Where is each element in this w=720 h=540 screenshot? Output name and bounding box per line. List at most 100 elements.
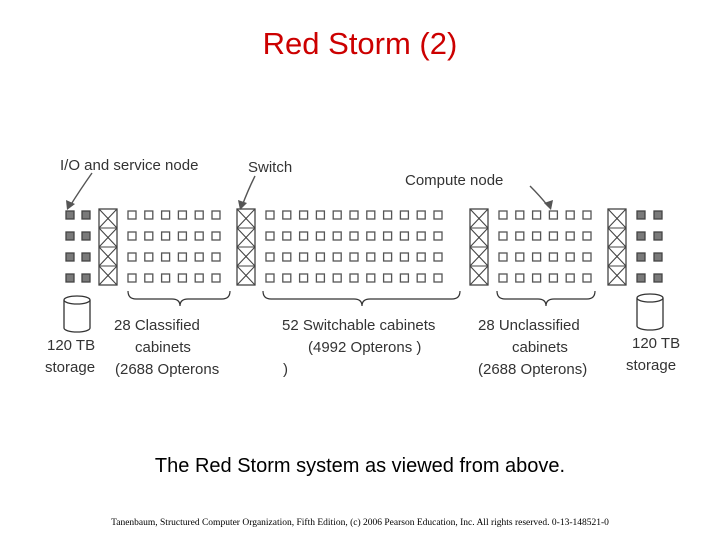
compute-node (548, 210, 559, 220)
compute-node (194, 252, 204, 262)
compute-node (515, 252, 525, 262)
compute-node (531, 252, 542, 262)
compute-node (144, 231, 154, 241)
compute-node (582, 210, 592, 220)
compute-node (298, 210, 309, 220)
arrow-heads (66, 200, 553, 210)
compute-node (265, 252, 275, 262)
io-service-node (65, 231, 75, 241)
compute-node (211, 273, 221, 283)
compute-node (582, 231, 592, 241)
switch-column (236, 208, 256, 286)
classified-opterons: (2688 Opterons (115, 361, 219, 378)
io-service-node (636, 210, 646, 220)
cabinet-grid (65, 208, 663, 286)
compute-node (366, 273, 376, 283)
compute-node (382, 273, 393, 283)
compute-node (144, 252, 154, 262)
compute-node (194, 210, 204, 220)
red-storm-diagram: I/O and service node Switch Compute node… (45, 157, 680, 378)
compute-node (349, 210, 359, 220)
compute-node (433, 231, 443, 241)
left-storage-icon (63, 295, 91, 333)
compute-node (416, 210, 426, 220)
switchable-paren: ) (283, 361, 288, 378)
group-braces (127, 290, 596, 307)
switchable-opterons: (4992 Opterons ) (308, 339, 421, 356)
compute-node (515, 273, 525, 283)
compute-node (565, 273, 575, 283)
io-service-node (81, 210, 91, 220)
switch-column (607, 208, 627, 286)
compute-node (531, 273, 542, 283)
compute-node (265, 210, 275, 220)
compute-node (565, 210, 575, 220)
slide-caption: The Red Storm system as viewed from abov… (154, 455, 566, 477)
compute-node (144, 210, 154, 220)
compute-node (298, 273, 309, 283)
io-service-node (636, 231, 646, 241)
compute-node-label: Compute node (405, 172, 503, 189)
compute-node (144, 273, 154, 283)
compute-node (127, 231, 137, 241)
compute-node (265, 231, 275, 241)
io-service-node (653, 210, 663, 220)
compute-node (582, 252, 592, 262)
compute-node (127, 210, 137, 220)
compute-node (177, 231, 188, 241)
compute-node (194, 273, 204, 283)
compute-node (548, 252, 559, 262)
compute-node (160, 231, 171, 241)
compute-node (433, 210, 443, 220)
compute-node (177, 210, 188, 220)
compute-node (349, 231, 359, 241)
compute-node (315, 273, 326, 283)
compute-node (498, 273, 508, 283)
switch-arrow (241, 175, 256, 207)
compute-node (548, 273, 559, 283)
io-service-node (81, 273, 91, 283)
compute-node (565, 231, 575, 241)
compute-node (416, 231, 426, 241)
io-node-label: I/O and service node (60, 157, 198, 174)
unclassified-count: 28 Unclassified (478, 317, 580, 334)
left-storage-label: storage (45, 359, 95, 376)
slide-title: Red Storm (2) (262, 26, 458, 61)
compute-node (382, 210, 393, 220)
switch-column (98, 208, 118, 286)
compute-node (332, 210, 342, 220)
compute-node (298, 252, 309, 262)
compute-node (382, 252, 393, 262)
compute-node (565, 252, 575, 262)
compute-node (265, 273, 275, 283)
classified-count: 28 Classified (114, 317, 200, 334)
compute-node (282, 252, 292, 262)
compute-node (515, 210, 525, 220)
compute-node (349, 252, 359, 262)
compute-node (315, 231, 326, 241)
compute-node (127, 273, 137, 283)
right-storage-label: storage (626, 357, 676, 374)
left-storage-capacity: 120 TB (47, 337, 95, 354)
compute-node (366, 210, 376, 220)
compute-node (160, 252, 171, 262)
compute-node (211, 252, 221, 262)
compute-node (416, 252, 426, 262)
compute-node (498, 210, 508, 220)
compute-node (582, 273, 592, 283)
compute-node (515, 231, 525, 241)
compute-node (332, 273, 342, 283)
right-storage-capacity: 120 TB (632, 335, 680, 352)
copyright-footer: Tanenbaum, Structured Computer Organizat… (111, 518, 609, 528)
compute-node (127, 252, 137, 262)
compute-node (315, 210, 326, 220)
compute-node (433, 273, 443, 283)
compute-node (548, 231, 559, 241)
compute-node (211, 210, 221, 220)
classified-cabinets: cabinets (135, 339, 191, 356)
io-service-node (653, 273, 663, 283)
compute-node (531, 210, 542, 220)
classified-brace (127, 290, 231, 307)
io-service-node (65, 273, 75, 283)
compute-node (177, 273, 188, 283)
